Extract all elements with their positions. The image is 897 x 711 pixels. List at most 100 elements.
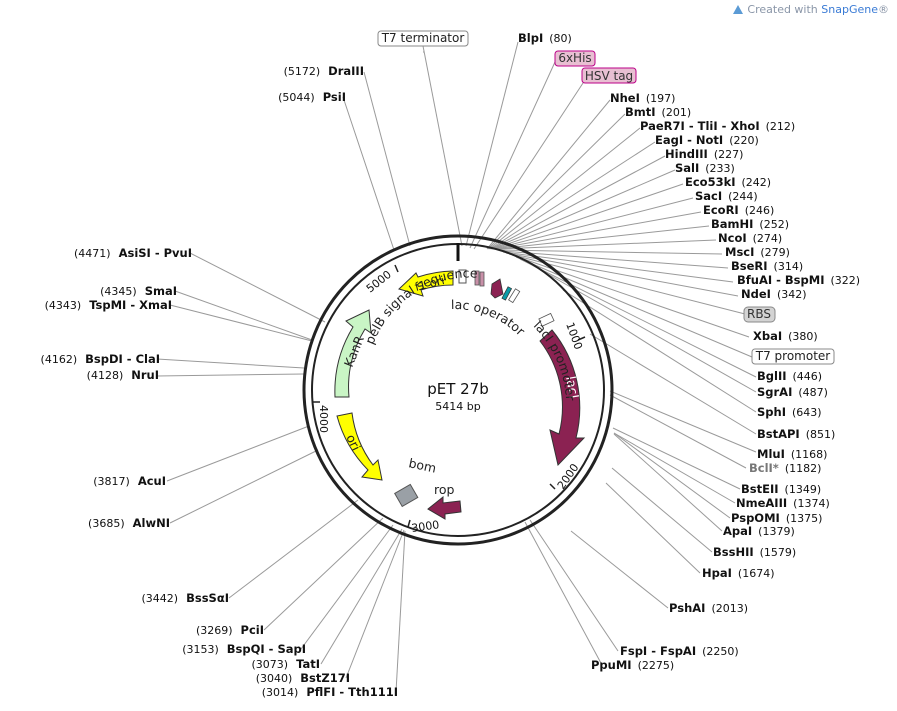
site-name: HindIII [665, 147, 708, 161]
site-label-pcii: (3269)PciI [196, 623, 264, 637]
credit-prefix: Created with [747, 3, 822, 16]
site-label-tati: (3073) TatI [252, 657, 320, 671]
site-label-pflfi-tth111i: (3014)PflFI - Tth111I [262, 685, 398, 699]
site-name: BssSαI [186, 591, 229, 605]
site-name: BstAPI [757, 427, 800, 441]
site-name: BseRI [731, 259, 768, 273]
site-position: (201) [662, 106, 692, 119]
site-name: NheI [610, 91, 640, 105]
site-name: SmaI [145, 284, 177, 298]
site-label-bmti: BmtI (201) [625, 105, 691, 119]
site-position: (1379) [758, 525, 795, 538]
site-name: PciI [241, 623, 264, 637]
credit-suffix: ® [878, 3, 889, 16]
site-label-bglii: BglII(446) [757, 369, 822, 383]
site-position: (4471) [74, 247, 111, 260]
site-name: HpaI [702, 566, 732, 580]
site-name: NdeI [741, 287, 771, 301]
site-position: (5172) [284, 65, 321, 78]
site-label-bamhi: BamHI(252) [711, 217, 789, 231]
site-label-eco53ki: Eco53kI(242) [685, 175, 771, 189]
f1-ori-arrow [398, 270, 454, 297]
site-position: (3685) [88, 517, 125, 530]
site-position: (4128) [87, 369, 124, 382]
site-name: PflFI - Tth111I [306, 685, 398, 699]
site-position: (1182) [785, 462, 822, 475]
site-label-bsteii: BstEII(1349) [741, 482, 821, 496]
site-label-psii: (5044)PsiI [278, 90, 346, 104]
site-name: DraIII [328, 64, 364, 78]
site-name: TatI [296, 657, 320, 671]
site-label-fspi-fspai: FspI - FspAI(2250) [620, 644, 739, 658]
site-name: BfuAI - BspMI [737, 273, 824, 287]
site-position: (3442) [142, 592, 179, 605]
site-position: (246) [745, 204, 775, 217]
site-label-sali: SalI(233) [675, 161, 735, 175]
site-name: PpuMI [591, 658, 632, 672]
site-label-bseri: BseRI (314) [731, 259, 803, 273]
site-position: (487) [798, 386, 828, 399]
site-name: PspOMI [731, 511, 780, 525]
site-label-alwni: (3685)AlwNI [88, 516, 170, 530]
hsv-tag-box [479, 271, 485, 287]
site-name: TspMI - XmaI [89, 298, 172, 312]
site-name: PshAI [669, 601, 705, 615]
site-label-smai: (4345) SmaI [100, 284, 177, 298]
site-position: (212) [766, 120, 796, 133]
left-leader-lines [156, 45, 463, 693]
site-name: BstZ17I [300, 671, 350, 685]
site-label-nrui: (4128)NruI [87, 368, 159, 382]
tick-5000: 5000 [364, 268, 394, 295]
t7-promoter-box [508, 288, 521, 304]
site-name: BlpI [518, 31, 543, 45]
left-site-labels: (5172) DraIII (5044)PsiI (4471) AsiSI - PvuI… [41, 64, 398, 699]
site-position: (1349) [785, 483, 822, 496]
site-position: (5044) [278, 91, 315, 104]
site-name: EagI - NotI [655, 133, 723, 147]
site-label-sgrai: SgrAI(487) [757, 385, 828, 399]
site-name: AsiSI - PvuI [119, 246, 192, 260]
site-position: (314) [774, 260, 804, 273]
site-position: (3073) [252, 658, 289, 671]
bom-box [394, 483, 419, 508]
laci-arrow [539, 329, 586, 467]
site-name: BmtI [625, 105, 656, 119]
6xhis-box [474, 270, 480, 286]
laci-promoter-box [538, 312, 555, 327]
site-name: XbaI [753, 329, 782, 343]
site-label-saci: SacI(244) [695, 189, 758, 203]
site-label-bstz17i: (3040) BstZ17I [256, 671, 350, 685]
site-position: (4343) [45, 299, 82, 312]
site-label-nhei: NheI(197) [610, 91, 675, 105]
tick-3000: 3000 [411, 518, 441, 535]
site-position: (380) [788, 330, 818, 343]
site-label-bsss-i: (3442) BssSαI [142, 591, 230, 605]
site-name: NcoI [718, 231, 747, 245]
tick-4000: 4000 [317, 405, 330, 433]
site-name: EcoRI [703, 203, 739, 217]
tick-1000: 1000 [563, 321, 585, 352]
site-position: (1374) [793, 497, 830, 510]
site-label-msci: MscI(279) [725, 245, 790, 259]
hsv-tag-callout: HSV tag [581, 67, 637, 84]
site-label-hindiii: HindIII(227) [665, 147, 743, 161]
site-position: (4345) [100, 285, 137, 298]
t7-promoter-label: T7 promoter [755, 349, 831, 363]
site-label-mlui: MluI(1168) [757, 447, 827, 461]
site-name: NmeAIII [736, 496, 787, 510]
site-position: (233) [705, 162, 735, 175]
site-name: MscI [725, 245, 754, 259]
site-position: (3040) [256, 672, 293, 685]
t7-terminator-box [458, 269, 467, 284]
site-name: SphI [757, 405, 786, 419]
ori-label: ori [343, 432, 363, 453]
site-name: BssHII [713, 545, 754, 559]
credit-brand: SnapGene [821, 3, 878, 16]
site-position: (242) [742, 176, 772, 189]
site-label-ncoi: NcoI(274) [718, 231, 782, 245]
site-label-bsshii: BssHII(1579) [713, 545, 796, 559]
site-label-sphi: SphI(643) [757, 405, 822, 419]
site-label-bspqi-sapi: (3153)BspQI - SapI [182, 642, 306, 656]
site-position: (244) [728, 190, 758, 203]
